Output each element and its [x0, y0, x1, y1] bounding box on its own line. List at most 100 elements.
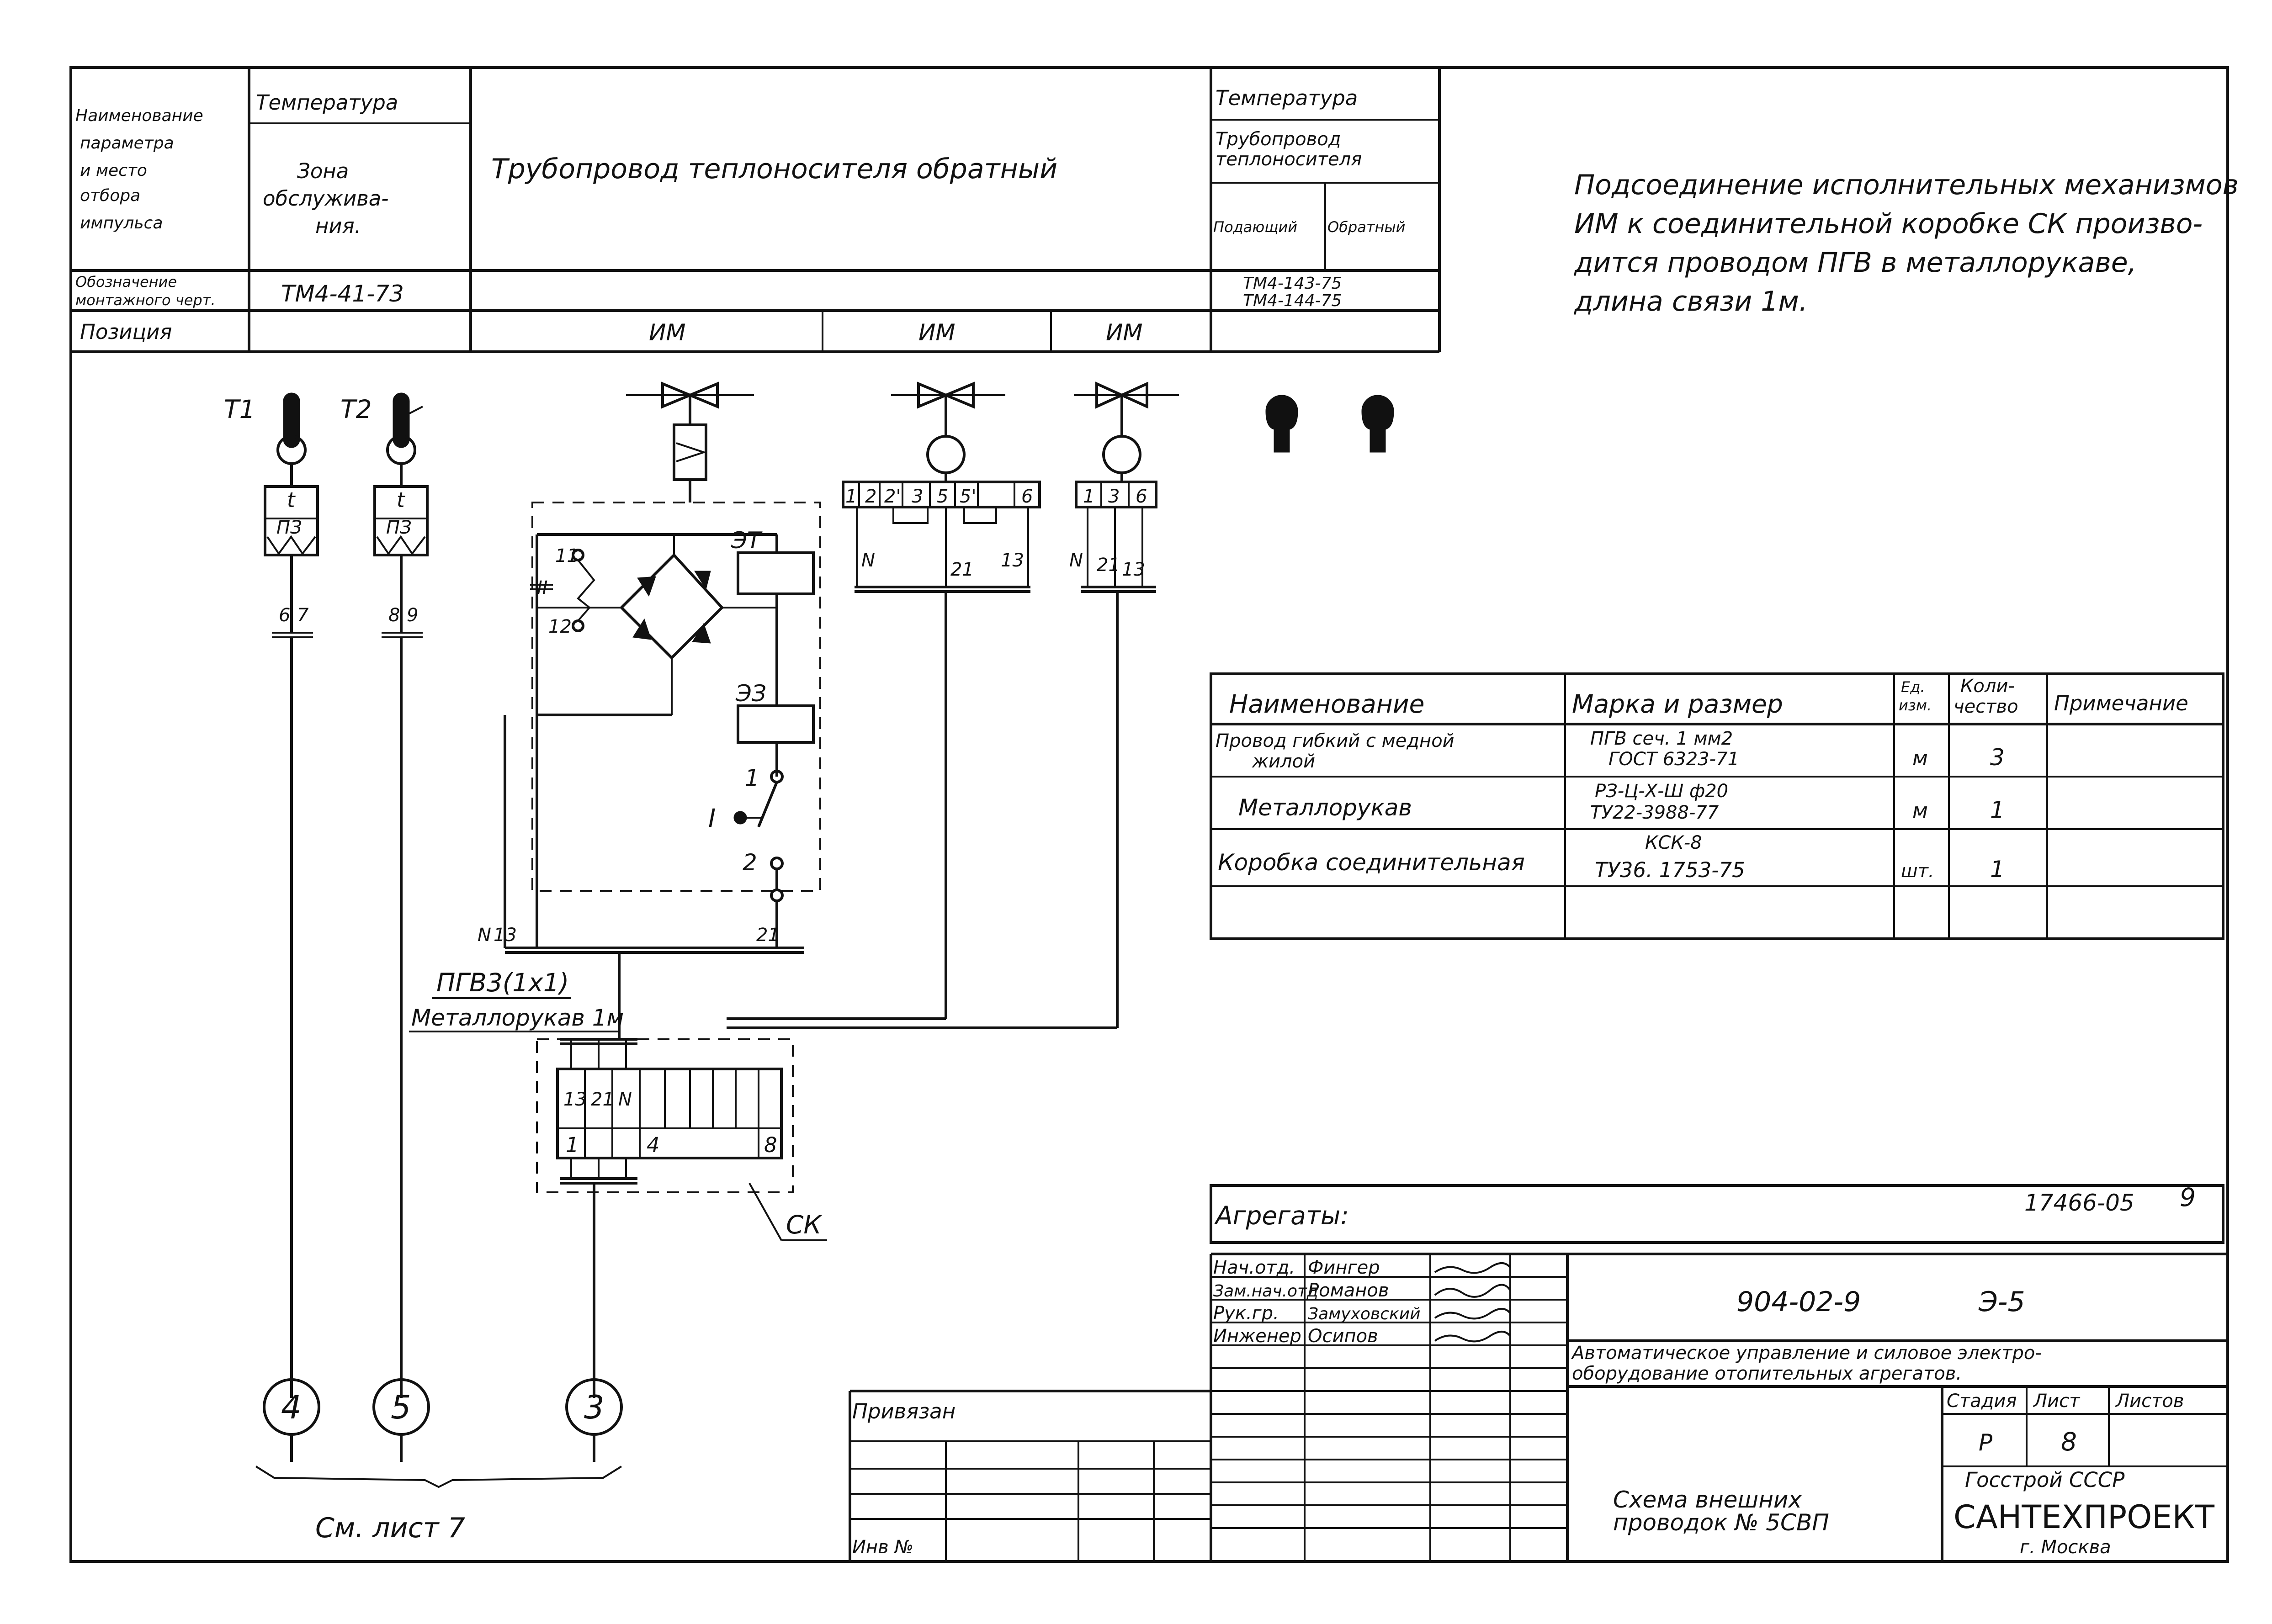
wire-label-7: 7	[297, 605, 309, 626]
sensor-t1	[264, 392, 319, 1398]
box-terminal-1: 1	[566, 1133, 579, 1157]
spec-row-qty: 1	[1990, 797, 2005, 823]
spec-row-unit: м	[1912, 746, 1928, 770]
spec-header-name: Наименование	[1229, 689, 1424, 719]
note-line: дится проводом ПГВ в металлорукаве,	[1574, 247, 2137, 279]
act1-terminal: 5'	[960, 486, 976, 507]
param-label-line: импульса	[80, 214, 163, 233]
tied-label: Привязан	[852, 1399, 956, 1423]
act1-wire-n: N	[861, 550, 875, 571]
hose-label: Металлорукав 1м	[411, 1005, 624, 1031]
spec-row-qty: 1	[1990, 856, 2005, 883]
act1-terminal: 2'	[884, 486, 901, 507]
act2-wire-21: 21	[1097, 555, 1120, 576]
spec-row-name: жилой	[1252, 751, 1315, 772]
box-wire-n: N	[618, 1089, 632, 1110]
col3-drawing: ТМ4-143-75	[1243, 274, 1342, 293]
circle-4: 4	[281, 1389, 302, 1426]
doc-number: 17466-05	[2024, 1190, 2134, 1216]
col2-position: ИМ	[649, 319, 686, 346]
name-osipov: Осипов	[1308, 1326, 1378, 1347]
panel-wire-13: 13	[494, 925, 517, 946]
act2-wire-n: N	[1069, 550, 1083, 571]
spec-header-unit: Ед.	[1901, 678, 1925, 696]
spec-row-name: Металлорукав	[1238, 794, 1412, 821]
wire-label-6: 6	[279, 605, 290, 626]
box-terminal-8: 8	[764, 1133, 777, 1157]
note-line: длина связи 1м.	[1574, 286, 1808, 317]
inv-label: Инв №	[852, 1537, 913, 1558]
spec-row-unit: м	[1912, 799, 1928, 823]
col1-sub-line: обслужива-	[263, 186, 389, 211]
spec-row-mark: ГОСТ 6323-71	[1608, 749, 1739, 770]
col3-sub-line: Трубопровод	[1216, 129, 1341, 150]
t-label: t	[287, 488, 296, 512]
spec-header-qty: Коли-	[1960, 676, 2015, 697]
header-table	[71, 66, 1441, 353]
act2-terminal: 6	[1136, 486, 1147, 507]
spec-row-mark: КСК-8	[1645, 832, 1702, 853]
note-block: Подсоединение исполнительных механизмов …	[1574, 169, 2239, 317]
control-panel	[504, 502, 821, 1039]
cable-label: ПГВ3(1x1)	[436, 968, 569, 997]
tied-block	[849, 1390, 1211, 1561]
col3-sub-line: теплоносителя	[1216, 149, 1362, 170]
sensor-pair-right	[1265, 395, 1394, 453]
box-wire-13: 13	[563, 1089, 587, 1110]
col1-sub-line: ния.	[315, 214, 361, 238]
title-line: Автоматическое управление и силовое элек…	[1571, 1343, 2042, 1364]
sensor-label-t2: Т2	[340, 395, 372, 424]
aggregates-box	[1210, 1184, 2224, 1244]
spec-row-name: Коробка соединительная	[1218, 849, 1525, 876]
col3-supply: Подающий	[1213, 218, 1297, 236]
spec-row-mark: ТУ36. 1753-75	[1595, 858, 1745, 882]
name-finger: Фингер	[1308, 1257, 1380, 1278]
drawing-label-line: монтажного черт.	[75, 291, 216, 309]
doc-code: 904-02-9	[1736, 1286, 1861, 1318]
col3-return: Обратный	[1327, 218, 1405, 236]
act2-terminal: 1	[1083, 486, 1094, 507]
wire-label-8: 8	[388, 605, 400, 626]
act1-terminal: 5	[937, 486, 948, 507]
name-zamukhovsky: Замуховский	[1308, 1305, 1420, 1323]
aggregates-label: Агрегаты:	[1214, 1201, 1349, 1230]
title-line: оборудование отопительных агрегатов.	[1572, 1363, 1962, 1384]
sensor-t2	[373, 392, 429, 1398]
pz-label: ПЗ	[276, 517, 302, 538]
panel-wire-n: N	[478, 925, 491, 946]
term-2: 2	[743, 849, 757, 876]
sheet-corner: 9	[2180, 1183, 2196, 1212]
note-line: ИМ к соединительной коробке СК произво-	[1574, 208, 2203, 240]
spec-header-unit: изм.	[1899, 697, 1932, 714]
term-12: 12	[548, 616, 572, 637]
term-1: 1	[745, 765, 759, 791]
col1-drawing: ТМ4-41-73	[281, 280, 404, 307]
box-label: СК	[786, 1210, 823, 1239]
col2-position: ИМ	[918, 319, 956, 346]
sheets-label: Листов	[2115, 1391, 2184, 1412]
t-label: t	[397, 488, 406, 512]
act1-terminal: 6	[1021, 486, 1033, 507]
spec-row-qty: 3	[1990, 744, 2005, 771]
wire-label-9: 9	[407, 605, 418, 626]
spec-header-mark: Марка и размер	[1572, 689, 1783, 719]
box-terminal-4: 4	[647, 1133, 660, 1157]
spec-row-mark: ТУ22-3988-77	[1590, 802, 1719, 823]
col2-position: ИМ	[1106, 319, 1143, 346]
stage-value: Р	[1979, 1429, 1993, 1456]
sheet-label: Лист	[2033, 1391, 2081, 1412]
col3-drawing: ТМ4-144-75	[1243, 291, 1342, 310]
col3-title: Температура	[1216, 86, 1358, 110]
act2-wire-13: 13	[1122, 559, 1145, 580]
org-line: САНТЕХПРОЕКТ	[1953, 1498, 2214, 1536]
param-label-line: параметра	[80, 134, 174, 153]
drawing-title-line: Схема внешних	[1613, 1486, 1802, 1513]
drawing-title-line: проводок № 5СВП	[1613, 1509, 1829, 1536]
org-line: г. Москва	[2020, 1537, 2111, 1558]
name-romanov: Романов	[1308, 1280, 1389, 1301]
panel-wire-21: 21	[756, 925, 780, 946]
col1-sub-line: Зона	[297, 159, 349, 183]
sensor-label-t1: Т1	[224, 395, 255, 424]
note-line: Подсоединение исполнительных механизмов	[1574, 169, 2239, 201]
